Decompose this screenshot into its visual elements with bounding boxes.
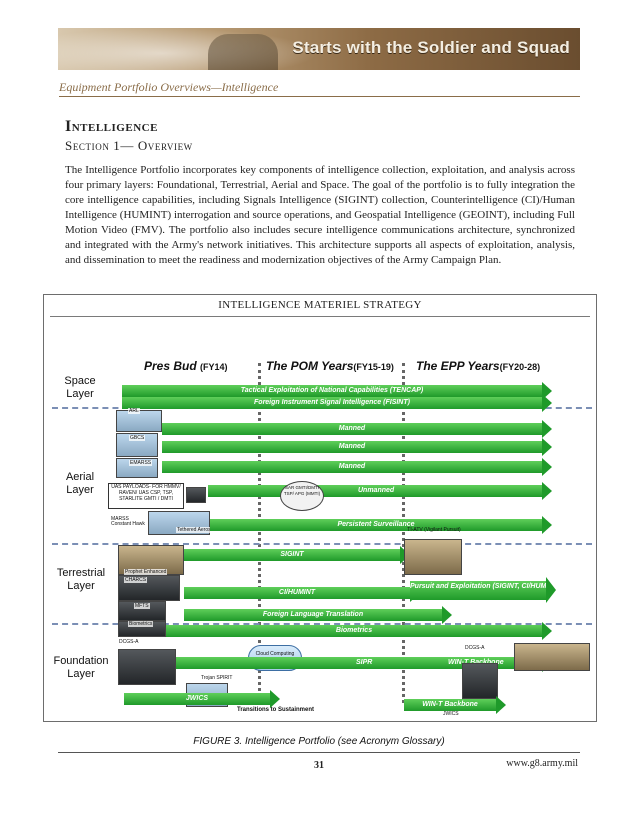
arrow-foreign-language: Foreign Language Translation <box>184 606 452 624</box>
transitions-label: Transitions to Sustainment <box>237 707 315 713</box>
era-divider-pom <box>258 363 261 703</box>
arrow-unmanned: Unmanned <box>208 482 552 500</box>
era-pom-years: The POM Years(FY15-19) <box>266 359 394 373</box>
arrow-manned-1: Manned <box>162 420 552 438</box>
running-head: Equipment Portfolio Overviews—Intelligen… <box>59 80 279 94</box>
era-divider-epp <box>402 363 405 703</box>
arrow-biometrics: Biometrics <box>166 622 552 640</box>
equipment-image-mfts <box>118 601 166 621</box>
ngatv-label: TI-ATV (Vigilant Pursuit) <box>407 527 461 533</box>
equipment-image-dcgs-right <box>462 663 498 699</box>
layer-label-aerial: Aerial Layer <box>65 471 95 496</box>
layer-divider-terrestrial <box>52 623 592 625</box>
dcgs-label: DCGS-A <box>118 639 140 645</box>
banner-background <box>58 28 318 70</box>
arrow-wint-backbone: WIN-T Backbone <box>404 696 506 714</box>
figure-intelligence-strategy: INTELLIGENCE MATERIEL STRATEGY Pres Bud … <box>43 294 597 722</box>
sar-bubble: SAR GMTI/DMTI TSP/ APG (MMTI) <box>280 481 324 511</box>
page-number: 31 <box>314 760 324 771</box>
header-divider <box>59 96 580 97</box>
layer-label-terrestrial: Terrestrial Layer <box>56 567 106 592</box>
arrow-tencap: Tactical Exploitation of National Capabi… <box>122 382 552 400</box>
figure-title: INTELLIGENCE MATERIEL STRATEGY <box>218 299 422 311</box>
banner-soldier-image <box>208 34 278 70</box>
era-epp-years: The EPP Years(FY20-28) <box>416 359 541 373</box>
layer-divider-aerial <box>52 543 592 545</box>
trojan-spirit-label: Trojan SPIRIT <box>200 675 234 681</box>
building-image <box>514 643 590 671</box>
layer-label-foundation: Foundation Layer <box>53 655 109 680</box>
body-paragraph: The Intelligence Portfolio incorporates … <box>65 164 575 266</box>
figure-caption: FIGURE 3. Intelligence Portfolio (see Ac… <box>193 736 445 747</box>
biometrics-kit-label: Biometrics <box>128 621 154 627</box>
sensor-image-uas <box>186 487 206 503</box>
arrow-pursuit-exploitation: Pursuit and Exploitation (SIGINT, CI/HUM… <box>410 577 589 603</box>
footer-url[interactable]: www.g8.army.mil <box>506 758 578 769</box>
emarss-label: EMARSS <box>129 460 153 466</box>
dcgs-label-right: DCGS-A <box>464 645 486 651</box>
section-title: Intelligence <box>65 118 158 135</box>
mfts-label: MFTS <box>134 603 150 609</box>
equipment-image-dcgs <box>118 649 176 685</box>
jwics-label: JWICS <box>443 711 459 717</box>
tethered-aerostat-label: Tethered Aerostat <box>176 527 218 533</box>
arrow-sigint: SIGINT <box>184 546 410 564</box>
prophet-label: Prophet Enhanced <box>124 569 168 575</box>
arrow-manned-2: Manned <box>162 438 552 456</box>
charcs-label: CHARCS <box>124 577 148 583</box>
section-subtitle: Section 1— Overview <box>65 138 193 153</box>
arrow-persistent-surveillance: Persistent Surveillance <box>210 516 552 534</box>
marss-label: MARSS Constant Hawk <box>110 516 146 527</box>
figure-title-divider <box>50 316 590 317</box>
arrow-manned-3: Manned <box>162 458 552 476</box>
arl-label: ARL <box>128 408 140 414</box>
layer-label-space: Space Layer <box>64 375 96 400</box>
arrow-fisint: Foreign Instrument Signal Intelligence (… <box>122 394 552 412</box>
arrow-ci-humint: CI/HUMINT <box>184 584 420 602</box>
vehicle-image-ngatv <box>404 539 462 575</box>
header-banner: Starts with the Soldier and Squad <box>58 28 580 70</box>
era-pres-bud: Pres Bud (FY14) <box>144 359 228 373</box>
gbcs-label: GBCS <box>129 435 146 441</box>
footer-divider <box>58 752 580 753</box>
uas-payloads-label: UAS PAYLOADS- FOR HMMV/ RAVEN/ UAS CSP, … <box>108 483 184 509</box>
arrow-jwics: JWICS <box>124 690 280 708</box>
banner-title: Starts with the Soldier and Squad <box>292 38 570 57</box>
